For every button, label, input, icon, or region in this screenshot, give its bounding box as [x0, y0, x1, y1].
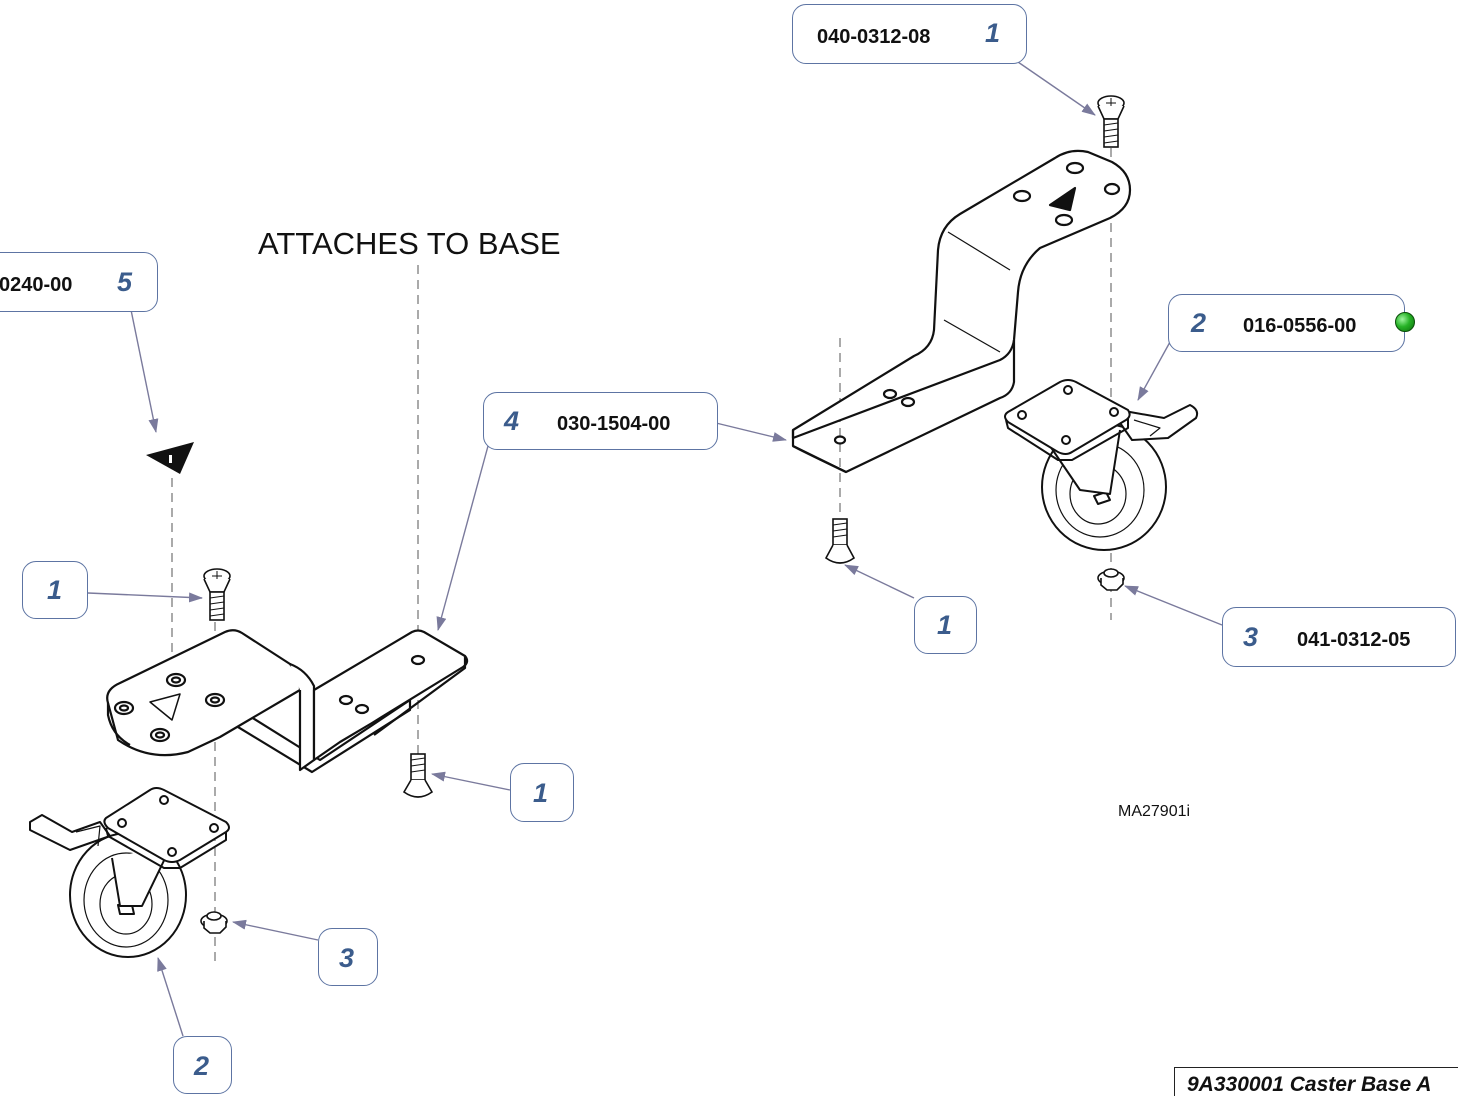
item-number: 2 — [194, 1051, 210, 1081]
item-number: 1 — [47, 575, 63, 605]
item-number: 1 — [985, 18, 1001, 48]
caster-icon — [29, 787, 230, 958]
item-number: 1 — [533, 778, 549, 808]
callout-screw-right-bottom[interactable]: 1 — [914, 596, 977, 654]
screw-icon — [203, 95, 1125, 798]
attaches-to-base-label: ATTACHES TO BASE — [258, 226, 561, 261]
item-number: 3 — [1243, 622, 1259, 652]
title-block-text: 9A330001 Caster Base A — [1187, 1073, 1432, 1096]
bracket-icon — [106, 629, 469, 774]
caster-icon — [1004, 379, 1199, 551]
part-number: 0240-00 — [0, 274, 73, 296]
title-block: 9A330001 Caster Base A — [1174, 1067, 1458, 1096]
callout-nut-left[interactable]: 3 — [318, 928, 378, 986]
part-number: 030-1504-00 — [557, 413, 671, 435]
callout-nut-right[interactable]: 3 041-0312-05 — [1222, 607, 1456, 667]
item-number: 5 — [117, 267, 133, 297]
leader-lines — [87, 61, 1223, 1037]
part-number: 041-0312-05 — [1297, 629, 1411, 651]
item-number: 1 — [937, 610, 953, 640]
callout-caster-right[interactable]: 2 016-0556-00 — [1168, 294, 1405, 352]
status-dot-icon — [1395, 312, 1415, 332]
item-number: 4 — [504, 406, 520, 436]
callout-warning-label[interactable]: 0240-00 5 — [0, 252, 158, 312]
item-number: 3 — [339, 943, 355, 973]
item-number: 2 — [1191, 308, 1207, 338]
callout-caster-left[interactable]: 2 — [173, 1036, 232, 1094]
part-number: 040-0312-08 — [817, 26, 931, 48]
warning-label-icon — [146, 442, 194, 474]
callout-top-screw[interactable]: 040-0312-08 1 — [792, 4, 1027, 64]
callout-bracket[interactable]: 4 030-1504-00 — [483, 392, 718, 450]
callout-screw-left-top[interactable]: 1 — [22, 561, 88, 619]
bracket-icon — [791, 149, 1132, 474]
callout-screw-left-bottom[interactable]: 1 — [510, 763, 574, 822]
drawing-id-label: MA27901i — [1118, 803, 1191, 820]
part-number: 016-0556-00 — [1243, 315, 1357, 337]
nut-icon — [200, 568, 1125, 934]
